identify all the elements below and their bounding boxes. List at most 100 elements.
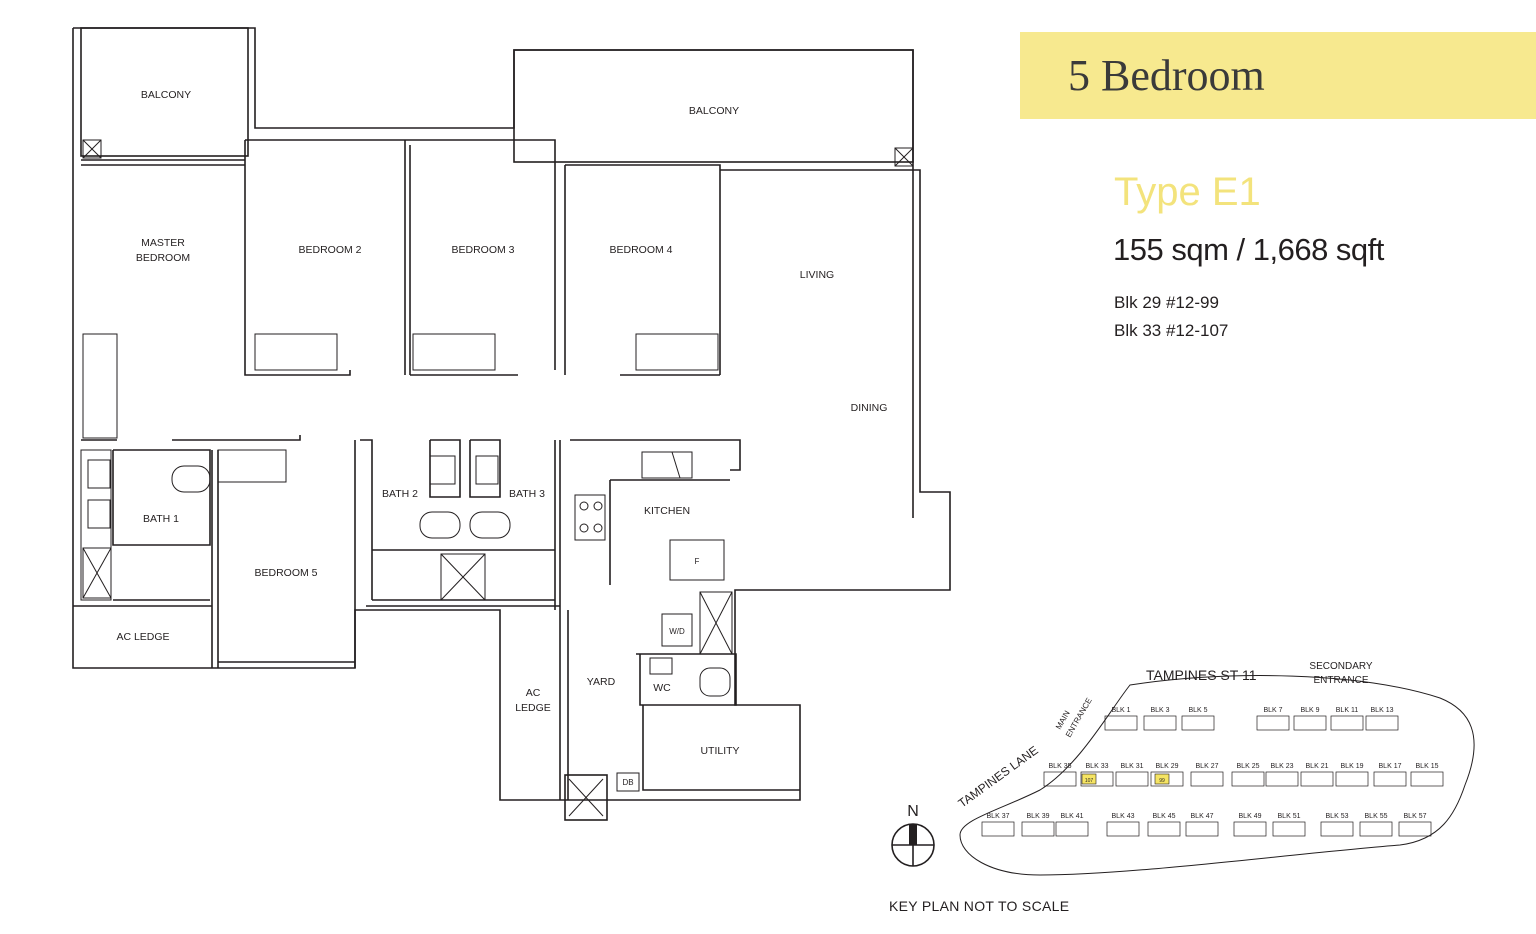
block-label: BLK 25 bbox=[1237, 763, 1260, 770]
block-footprint bbox=[1293, 715, 1327, 731]
block-label: BLK 35 bbox=[1049, 763, 1072, 770]
label-master-bedroom: MASTER bbox=[141, 237, 185, 249]
block-label: BLK 39 bbox=[1027, 813, 1050, 820]
unit-type: Type E1 bbox=[1114, 170, 1261, 214]
block-label: BLK 55 bbox=[1365, 813, 1388, 820]
block-footprint bbox=[1231, 771, 1265, 787]
block-label: BLK 33 bbox=[1086, 763, 1109, 770]
block-footprint bbox=[981, 821, 1015, 837]
block-label: BLK 17 bbox=[1379, 763, 1402, 770]
label-yard: YARD bbox=[587, 676, 616, 688]
block-label: BLK 19 bbox=[1341, 763, 1364, 770]
title-band bbox=[1020, 32, 1536, 119]
label-fridge: F bbox=[695, 557, 700, 566]
label-ac-ledge-bottom: LEDGE bbox=[515, 702, 551, 714]
label-washer-dryer: W/D bbox=[669, 627, 685, 636]
highlighted-unit-label: 99 bbox=[1159, 778, 1165, 784]
label-balcony-right: BALCONY bbox=[689, 105, 739, 117]
block-label: BLK 51 bbox=[1278, 813, 1301, 820]
unit-area: 155 sqm / 1,668 sqft bbox=[1113, 232, 1384, 267]
floor-plan: BALCONY BALCONY MASTER BEDROOM BEDROOM 2… bbox=[72, 27, 951, 821]
label-master-bedroom: BEDROOM bbox=[136, 252, 190, 264]
block-label: BLK 47 bbox=[1191, 813, 1214, 820]
key-plan: N TAMPINES ST 11 TAMPINES LANE MAIN ENTR… bbox=[891, 661, 1475, 876]
block-footprint bbox=[1256, 715, 1290, 731]
block-footprint bbox=[1330, 715, 1364, 731]
label-bedroom-4: BEDROOM 4 bbox=[609, 244, 672, 256]
block-label: BLK 13 bbox=[1371, 707, 1394, 714]
block-label: BLK 27 bbox=[1196, 763, 1219, 770]
block-label: BLK 9 bbox=[1300, 707, 1319, 714]
block-label: BLK 57 bbox=[1404, 813, 1427, 820]
label-utility: UTILITY bbox=[700, 745, 739, 757]
label-bath-3: BATH 3 bbox=[509, 488, 545, 500]
label-bath-2: BATH 2 bbox=[382, 488, 418, 500]
site-outline bbox=[959, 675, 1475, 876]
block-footprint bbox=[1106, 821, 1140, 837]
highlighted-unit bbox=[1154, 773, 1170, 785]
block-footprint bbox=[1185, 821, 1219, 837]
label-ac-ledge-left: AC LEDGE bbox=[116, 631, 169, 643]
secondary-entrance-label: SECONDARY bbox=[1309, 661, 1372, 672]
floor-plan-walls bbox=[72, 27, 951, 821]
block-footprint bbox=[1335, 771, 1369, 787]
block-footprint bbox=[1359, 821, 1393, 837]
block-footprint bbox=[1021, 821, 1055, 837]
block-footprint bbox=[1300, 771, 1334, 787]
label-balcony-left: BALCONY bbox=[141, 89, 191, 101]
label-bedroom-5: BEDROOM 5 bbox=[254, 567, 317, 579]
road-tampines-st: TAMPINES ST 11 bbox=[1146, 667, 1257, 683]
block-label: BLK 49 bbox=[1239, 813, 1262, 820]
block-footprint bbox=[1115, 771, 1149, 787]
block-label: BLK 37 bbox=[987, 813, 1010, 820]
page-title: 5 Bedroom bbox=[1068, 51, 1265, 100]
room-labels: BALCONY BALCONY MASTER BEDROOM BEDROOM 2… bbox=[116, 89, 887, 787]
label-ac-ledge-bottom: AC bbox=[526, 687, 541, 699]
block-footprint bbox=[1265, 771, 1299, 787]
block-label: BLK 5 bbox=[1188, 707, 1207, 714]
block-footprint bbox=[1055, 821, 1089, 837]
north-label: N bbox=[907, 803, 919, 820]
label-db: DB bbox=[622, 778, 633, 787]
block-footprint bbox=[1181, 715, 1215, 731]
key-plan-blocks: BLK 1 BLK 3 BLK 5 BLK 7 BLK 9 BLK 11 BLK 13 BLK… bbox=[981, 707, 1444, 837]
block-footprint bbox=[1320, 821, 1354, 837]
block-footprint bbox=[1190, 771, 1224, 787]
block-footprint bbox=[1365, 715, 1399, 731]
block-footprint bbox=[1398, 821, 1432, 837]
block-label: BLK 7 bbox=[1263, 707, 1282, 714]
label-bedroom-2: BEDROOM 2 bbox=[298, 244, 361, 256]
block-footprint bbox=[1080, 771, 1114, 787]
block-label: BLK 15 bbox=[1416, 763, 1439, 770]
north-arrow-icon: N bbox=[891, 803, 935, 867]
block-label: BLK 3 bbox=[1150, 707, 1169, 714]
label-bedroom-3: BEDROOM 3 bbox=[451, 244, 514, 256]
block-footprint bbox=[1104, 715, 1138, 731]
unit-number: Blk 29 #12-99 bbox=[1114, 293, 1219, 312]
secondary-entrance-label: ENTRANCE bbox=[1313, 675, 1368, 686]
block-label: BLK 45 bbox=[1153, 813, 1176, 820]
block-label: BLK 21 bbox=[1306, 763, 1329, 770]
block-footprint bbox=[1272, 821, 1306, 837]
block-footprint bbox=[1150, 771, 1184, 787]
highlighted-unit bbox=[1081, 773, 1097, 785]
highlighted-unit-label: 107 bbox=[1085, 778, 1094, 784]
label-wc: WC bbox=[653, 682, 671, 694]
label-living: LIVING bbox=[800, 269, 834, 281]
block-footprint bbox=[1147, 821, 1181, 837]
unit-number: Blk 33 #12-107 bbox=[1114, 321, 1229, 340]
block-label: BLK 23 bbox=[1271, 763, 1294, 770]
block-footprint bbox=[1373, 771, 1407, 787]
key-plan-note: KEY PLAN NOT TO SCALE bbox=[889, 898, 1070, 914]
block-label: BLK 29 bbox=[1156, 763, 1179, 770]
block-label: BLK 11 bbox=[1336, 707, 1359, 714]
block-label: BLK 53 bbox=[1326, 813, 1349, 820]
block-label: BLK 31 bbox=[1121, 763, 1144, 770]
block-label: BLK 41 bbox=[1061, 813, 1084, 820]
block-footprint bbox=[1233, 821, 1267, 837]
block-label: BLK 43 bbox=[1112, 813, 1135, 820]
block-label: BLK 1 bbox=[1111, 707, 1130, 714]
label-kitchen: KITCHEN bbox=[644, 505, 690, 517]
label-dining: DINING bbox=[851, 402, 888, 414]
block-footprint bbox=[1043, 771, 1077, 787]
